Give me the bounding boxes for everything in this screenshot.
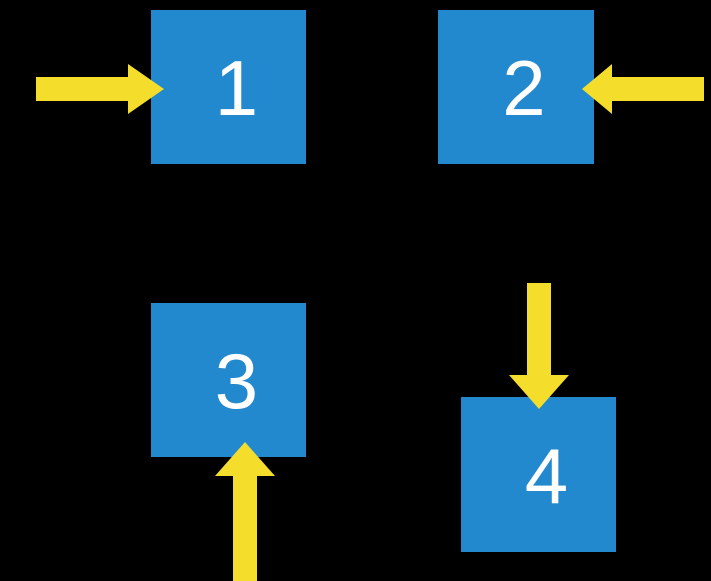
node-label-1: 1 [214, 44, 259, 132]
node-label-3: 3 [214, 337, 259, 425]
node-box-4[interactable]: 4 [461, 397, 616, 552]
node-label-2: 2 [502, 44, 546, 132]
node-box-2[interactable]: 2 [438, 10, 594, 164]
node-box-3[interactable]: 3 [151, 303, 306, 457]
arrow-left-icon [582, 64, 704, 114]
arrow-down-icon [509, 283, 569, 409]
node-box-1[interactable]: 1 [151, 10, 306, 164]
node-label-4: 4 [524, 431, 569, 520]
arrow-up-icon [215, 442, 275, 581]
arrow-right-icon [36, 64, 164, 114]
